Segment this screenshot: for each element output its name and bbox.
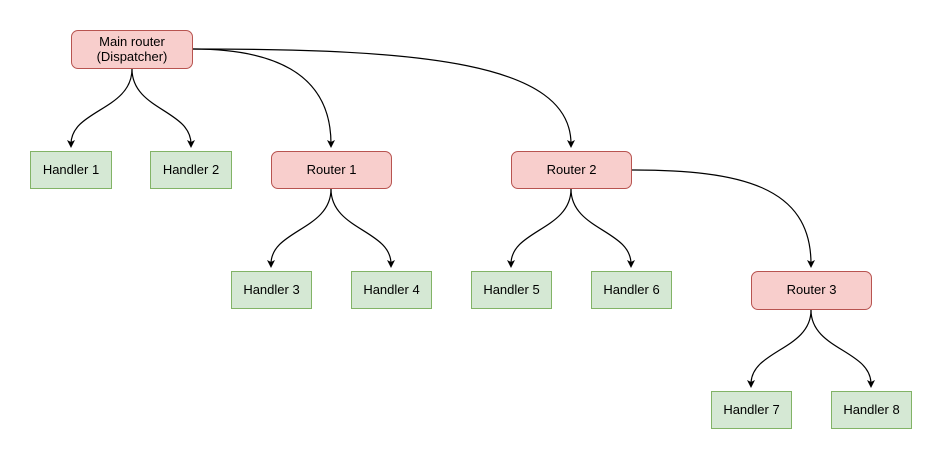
node-main-router[interactable]: Main router (Dispatcher) bbox=[71, 30, 193, 69]
node-handler-7[interactable]: Handler 7 bbox=[711, 391, 792, 429]
node-handler-4[interactable]: Handler 4 bbox=[351, 271, 432, 309]
node-label-handler-4: Handler 4 bbox=[363, 281, 420, 297]
edge-router-2-to-handler-6 bbox=[570, 188, 635, 268]
edge-router-1-to-handler-4 bbox=[330, 188, 395, 268]
edge-main-to-handler-1 bbox=[67, 68, 133, 148]
edge-main-to-handler-2 bbox=[131, 68, 195, 148]
node-handler-2[interactable]: Handler 2 bbox=[150, 151, 232, 189]
node-label-handler-5: Handler 5 bbox=[483, 281, 540, 297]
node-label-handler-7: Handler 7 bbox=[723, 401, 780, 417]
edge-router-3-to-handler-7 bbox=[747, 309, 812, 388]
node-label-handler-2: Handler 2 bbox=[162, 161, 220, 177]
node-label-router-2: Router 2 bbox=[546, 161, 597, 177]
edge-main-to-router-1 bbox=[192, 48, 335, 148]
node-label-router-3: Router 3 bbox=[786, 282, 837, 298]
node-label-handler-8: Handler 8 bbox=[843, 401, 900, 417]
edge-main-to-router-2 bbox=[192, 48, 575, 148]
node-handler-1[interactable]: Handler 1 bbox=[30, 151, 112, 189]
edge-layer bbox=[67, 48, 875, 388]
node-handler-8[interactable]: Handler 8 bbox=[831, 391, 912, 429]
edge-router-1-to-handler-3 bbox=[267, 188, 332, 268]
node-label-handler-1: Handler 1 bbox=[42, 161, 100, 177]
edge-router-3-to-handler-8 bbox=[810, 309, 875, 388]
edge-router-2-to-router-3 bbox=[631, 169, 815, 268]
node-router-3[interactable]: Router 3 bbox=[751, 271, 872, 310]
node-handler-6[interactable]: Handler 6 bbox=[591, 271, 672, 309]
node-handler-3[interactable]: Handler 3 bbox=[231, 271, 312, 309]
node-handler-5[interactable]: Handler 5 bbox=[471, 271, 552, 309]
node-label-router-1: Router 1 bbox=[306, 161, 357, 177]
node-label-handler-3: Handler 3 bbox=[243, 281, 300, 297]
node-router-1[interactable]: Router 1 bbox=[271, 151, 392, 189]
node-label-handler-6: Handler 6 bbox=[603, 281, 660, 297]
node-label-main-router: Main router (Dispatcher) bbox=[96, 33, 168, 64]
node-router-2[interactable]: Router 2 bbox=[511, 151, 632, 189]
edge-router-2-to-handler-5 bbox=[507, 188, 572, 268]
